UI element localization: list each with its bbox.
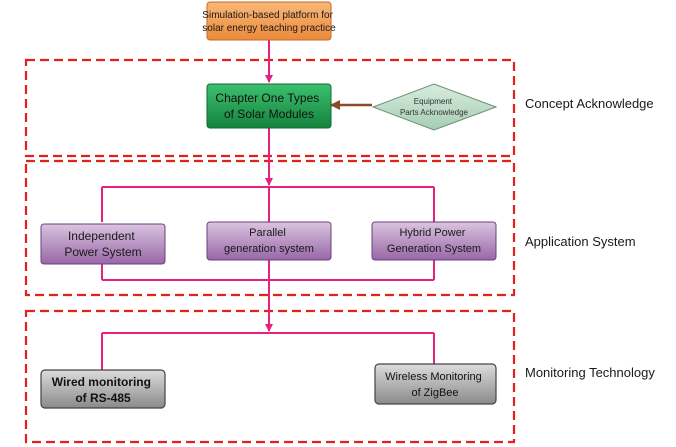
hybrid-line-2: Generation System: [387, 243, 481, 255]
section-label-application: Application System: [525, 234, 636, 249]
diamond-line-1: Equipment: [414, 97, 453, 106]
wireless-line-1: Wireless Monitoring: [385, 371, 482, 383]
svg-text:Wireless Monitoring of Z: Wireless Monitoring of ZigBee: [385, 371, 485, 399]
independent-line-1: Independent: [68, 229, 135, 243]
node-wireless-monitoring: Wireless Monitoring of ZigBee: [374, 363, 497, 405]
node-chapter-one: Chapter One Types of Solar Modules: [206, 83, 332, 129]
section-label-monitoring: Monitoring Technology: [525, 365, 655, 380]
parallel-line-2: generation system: [224, 243, 314, 255]
wired-line-2: of RS-485: [75, 391, 131, 405]
svg-text:Chapter One Types of Sol: Chapter One Types of Solar Modules: [215, 91, 322, 121]
chapter-box-line-1: Chapter One Types: [215, 91, 319, 105]
independent-line-2: Power System: [64, 245, 141, 259]
top-box-line-1: Simulation-based platform for: [202, 10, 333, 21]
svg-text:Equipment Parts Acknowle: Equipment Parts Acknowledge: [400, 97, 469, 117]
node-wired-monitoring: Wired monitoring of RS-485: [40, 369, 166, 409]
top-box-line-2: solar energy teaching practice: [202, 23, 336, 34]
parallel-line-1: Parallel: [249, 227, 286, 239]
chapter-box-line-2: of Solar Modules: [224, 107, 314, 121]
wired-line-1: Wired monitoring: [52, 375, 151, 389]
svg-text:Wired monitoring of RS-4: Wired monitoring of RS-485: [52, 375, 155, 405]
diamond-line-2: Parts Acknowledge: [400, 108, 469, 117]
connectors: [101, 40, 435, 370]
node-independent-power: Independent Power System: [40, 223, 166, 265]
node-hybrid-power: Hybrid Power Generation System: [371, 221, 497, 261]
hybrid-line-1: Hybrid Power: [399, 227, 465, 239]
node-top-platform: Simulation-based platform for solar ener…: [202, 1, 336, 41]
node-equipment-diamond: Equipment Parts Acknowledge: [371, 83, 498, 131]
svg-text:Independent Power System: Independent Power System: [64, 229, 141, 259]
svg-text:Hybrid Power Generation: Hybrid Power Generation System: [387, 227, 481, 255]
wireless-line-2: of ZigBee: [411, 387, 458, 399]
svg-text:Simulation-based platform for: Simulation-based platform for solar ener…: [202, 10, 336, 34]
section-label-concept: Concept Acknowledge: [525, 96, 654, 111]
node-parallel-generation: Parallel generation system: [206, 221, 332, 261]
svg-text:Parallel generation syst: Parallel generation system: [224, 227, 314, 255]
